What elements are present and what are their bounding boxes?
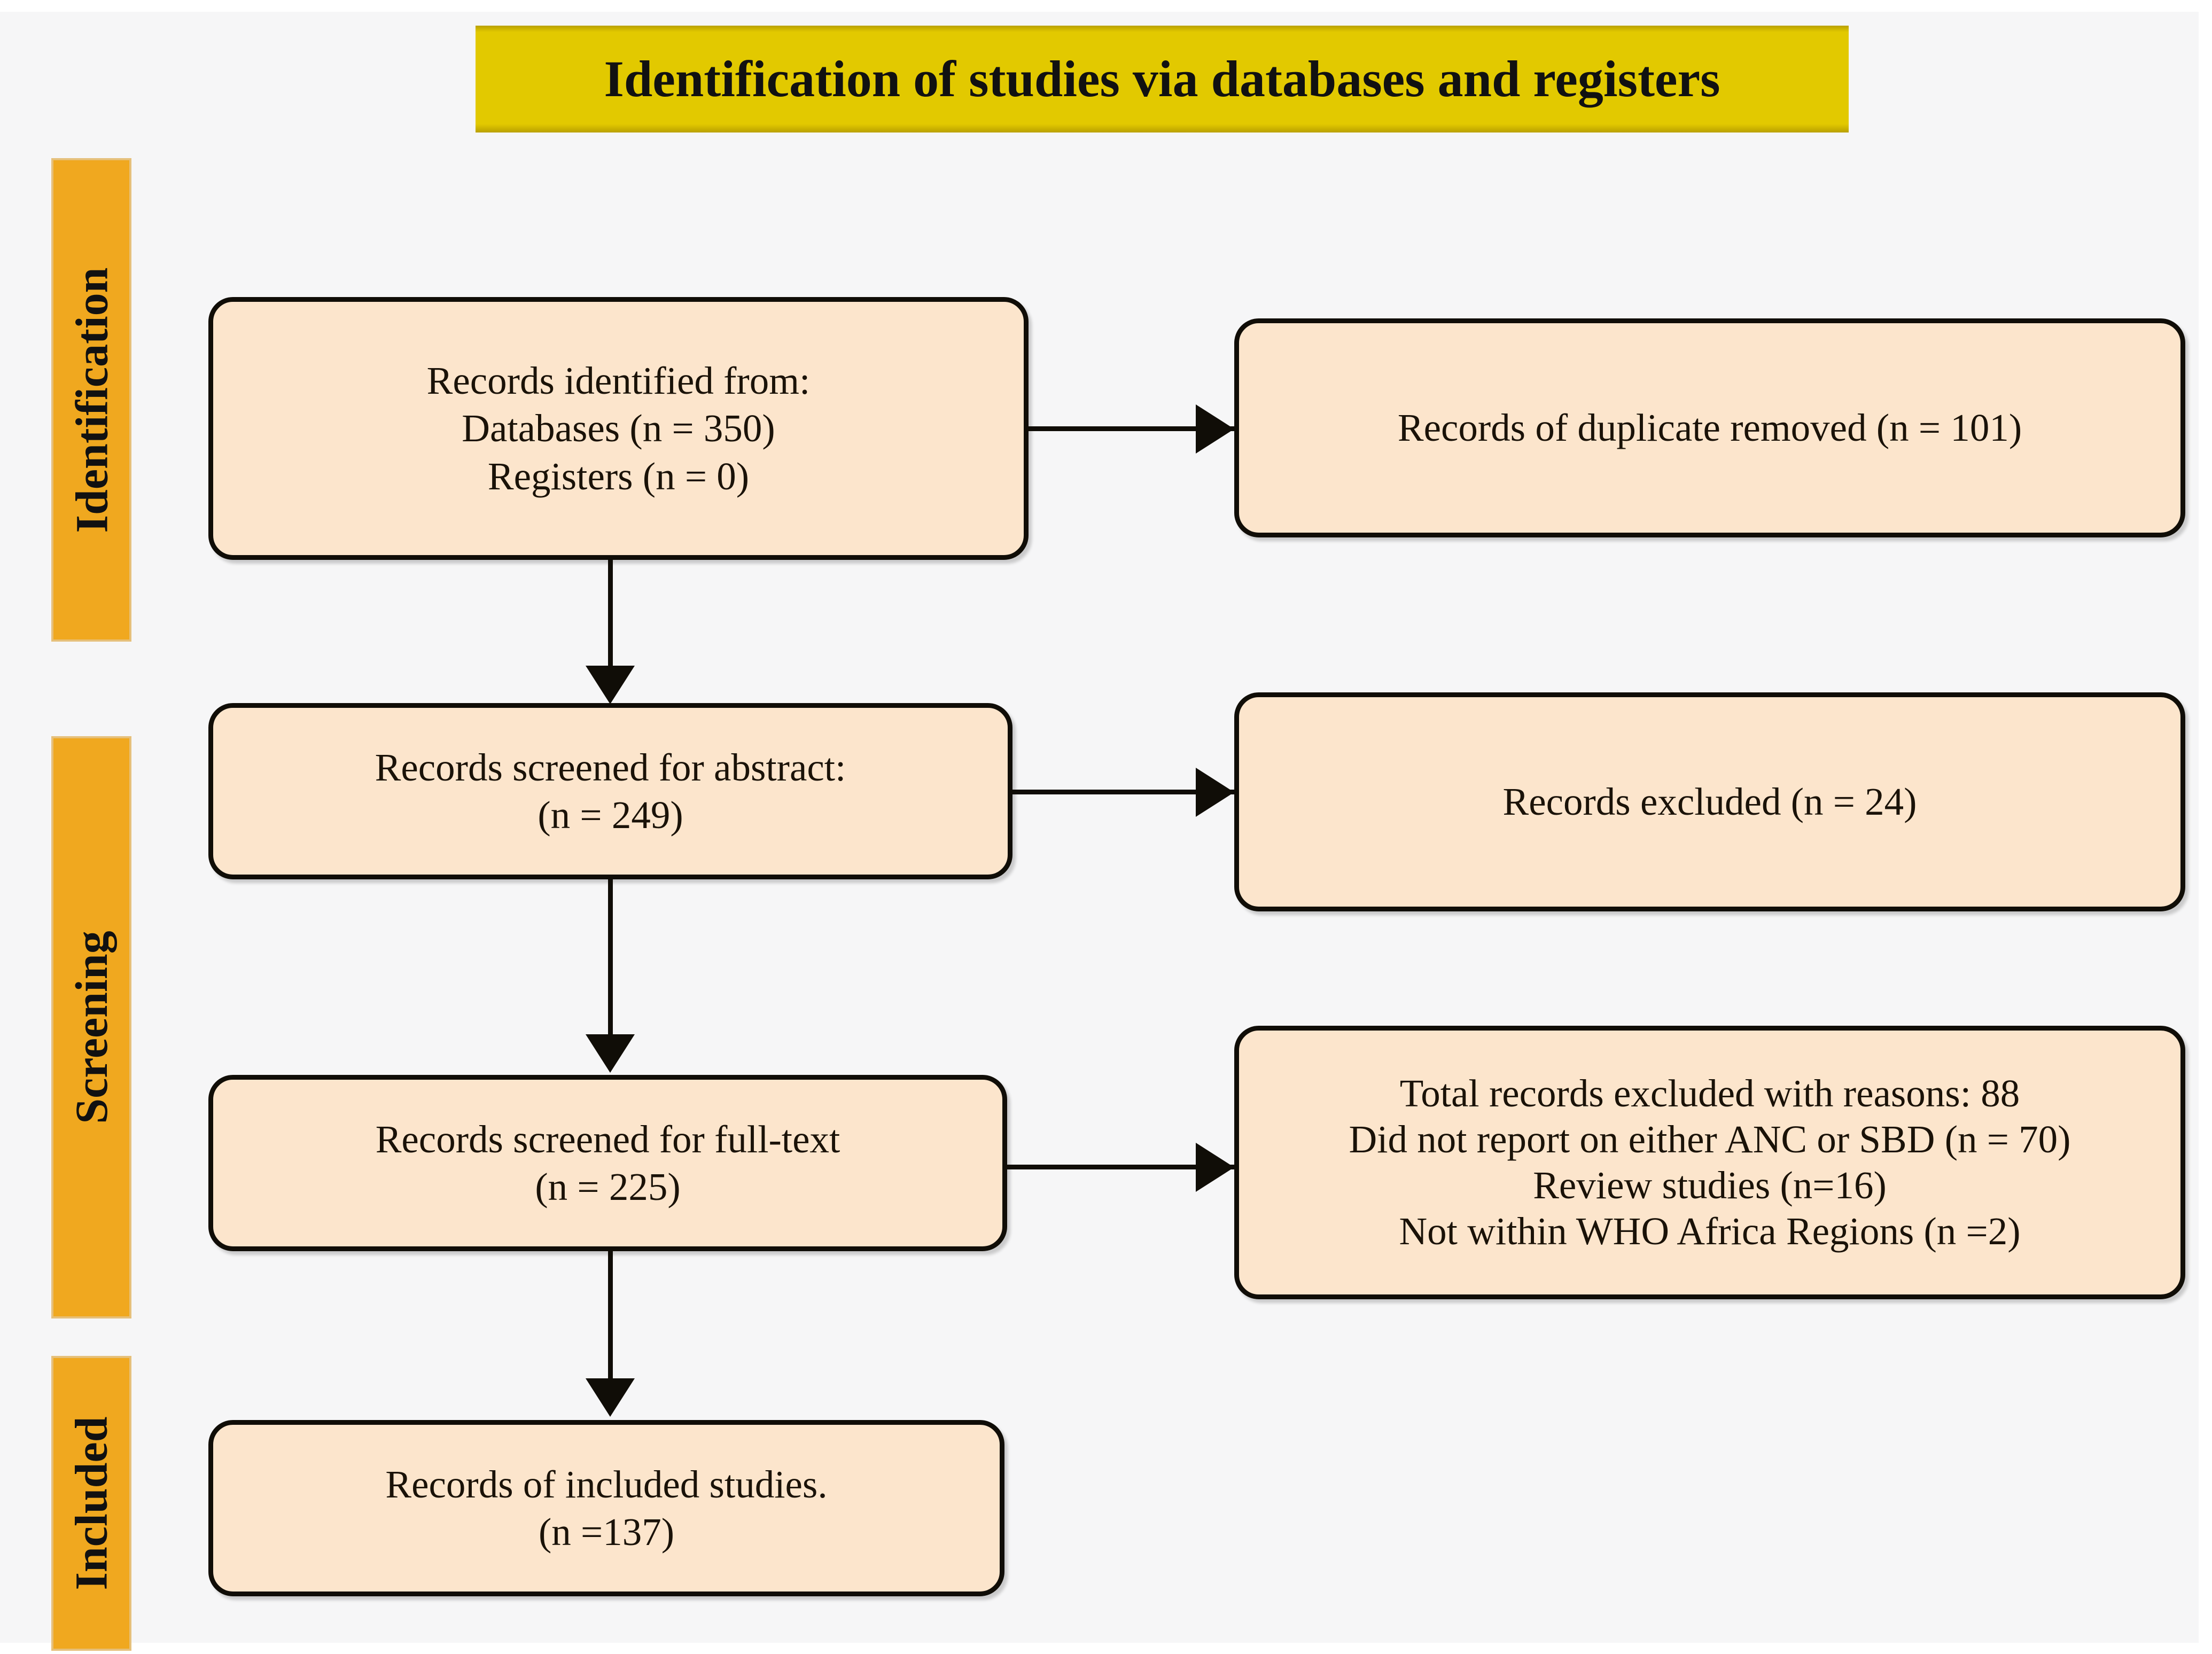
node-line: Records identified from: (426, 359, 811, 403)
node-screened-fulltext: Records screened for full-text (n = 225) (208, 1075, 1007, 1251)
node-line: Review studies (n=16) (1533, 1164, 1887, 1207)
node-included-studies: Records of included studies. (n =137) (208, 1420, 1004, 1596)
node-line: Not within WHO Africa Regions (n =2) (1399, 1210, 2021, 1253)
connector-identified-to-duplicates (1029, 426, 1237, 431)
node-line: (n = 225) (535, 1165, 681, 1208)
arrowhead-right-icon (1196, 1143, 1234, 1192)
node-duplicates-removed: Records of duplicate removed (n = 101) (1234, 318, 2185, 537)
connector-identified-to-screened-abstract (608, 560, 613, 672)
node-line: Records of duplicate removed (n = 101) (1397, 406, 2022, 450)
connector-screened-abstract-to-excluded (1012, 790, 1237, 794)
connector-fulltext-to-excluded-reasons (1007, 1165, 1237, 1169)
stage-label-included: Included (66, 1416, 117, 1590)
diagram-title-banner: Identification of studies via databases … (476, 26, 1849, 132)
node-records-identified: Records identified from: Databases (n = … (208, 297, 1029, 560)
stage-label-identification: Identification (66, 267, 117, 533)
connector-fulltext-to-included (608, 1251, 613, 1384)
arrowhead-down-icon (586, 1034, 635, 1073)
stage-bar-identification: Identification (51, 158, 131, 642)
arrowhead-right-icon (1196, 404, 1234, 454)
node-line: (n =137) (538, 1510, 675, 1554)
stage-bar-included: Included (51, 1356, 131, 1651)
node-screened-abstract: Records screened for abstract: (n = 249) (208, 703, 1012, 879)
node-line: (n = 249) (538, 793, 683, 837)
node-excluded-with-reasons: Total records excluded with reasons: 88 … (1234, 1026, 2185, 1299)
node-line: Records screened for full-text (375, 1117, 840, 1161)
node-line: Registers (n = 0) (487, 454, 750, 498)
node-line: Records screened for abstract: (375, 745, 846, 789)
stage-label-screening: Screening (66, 931, 118, 1124)
node-line: Records of included studies. (385, 1462, 828, 1506)
arrowhead-down-icon (586, 666, 635, 704)
node-line: Records excluded (n = 24) (1502, 780, 1917, 824)
stage-bar-screening: Screening (51, 736, 131, 1318)
page-title: Identification of studies via databases … (604, 50, 1720, 107)
arrowhead-down-icon (586, 1378, 635, 1417)
node-line: Total records excluded with reasons: 88 (1399, 1071, 2020, 1115)
node-line: Databases (n = 350) (462, 407, 775, 450)
node-line: Did not report on either ANC or SBD (n =… (1349, 1117, 2071, 1161)
arrowhead-right-icon (1196, 768, 1234, 817)
connector-screened-abstract-to-fulltext (608, 879, 613, 1040)
node-records-excluded: Records excluded (n = 24) (1234, 692, 2185, 911)
